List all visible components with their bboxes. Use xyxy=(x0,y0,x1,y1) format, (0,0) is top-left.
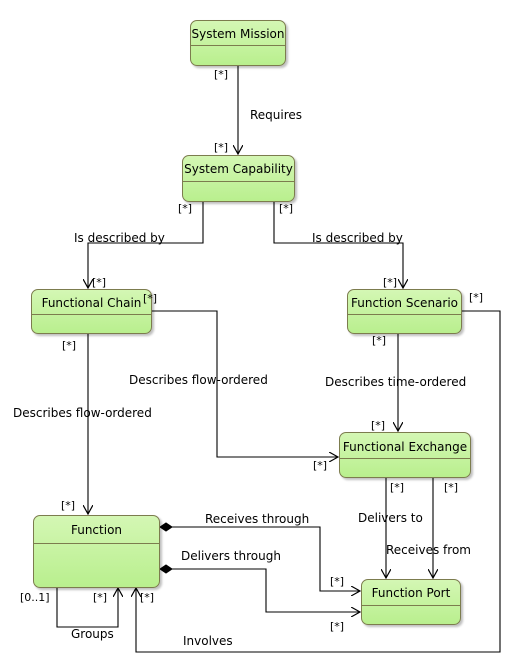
mult-scenario-bottom: [*] xyxy=(372,334,387,347)
node-divider xyxy=(348,314,461,315)
mult-chain-right: [*] xyxy=(143,292,158,305)
node-function[interactable]: Function xyxy=(33,515,160,588)
mult-function-top: [*] xyxy=(61,499,76,512)
label-receives-through: Receives through xyxy=(205,512,310,526)
edge-chain-exchange xyxy=(152,310,338,457)
mult-exchange-bottom-right: [*] xyxy=(444,481,459,494)
node-divider xyxy=(183,181,294,182)
node-function-title: Function xyxy=(70,523,123,537)
label-involves: Involves xyxy=(183,634,233,648)
label-describes-time-ordered: Describes time-ordered xyxy=(325,375,467,389)
node-function-scenario-title: Function Scenario xyxy=(350,296,459,310)
label-requires: Requires xyxy=(250,108,303,122)
mult-exchange-left: [*] xyxy=(313,459,328,472)
mult-chain-target: [*] xyxy=(92,276,107,289)
edge-capability-scenario xyxy=(273,202,403,288)
label-groups: Groups xyxy=(71,627,114,641)
mult-exchange-top: [*] xyxy=(371,419,386,432)
node-system-capability[interactable]: System Capability xyxy=(182,155,295,202)
node-system-mission[interactable]: System Mission xyxy=(190,20,286,66)
node-divider xyxy=(340,458,470,459)
label-describes-flow-ordered-function: Describes flow-ordered xyxy=(13,406,152,420)
edge-groups xyxy=(56,588,118,628)
mult-function-involves: [*] xyxy=(140,591,155,604)
node-divider xyxy=(32,314,151,315)
node-divider xyxy=(34,543,159,544)
mult-scenario-target: [*] xyxy=(383,276,398,289)
label-delivers-to: Delivers to xyxy=(358,511,423,525)
node-function-port-title: Function Port xyxy=(371,586,451,600)
node-functional-chain-title: Functional Chain xyxy=(41,296,142,310)
mult-scenario-right: [*] xyxy=(469,291,484,304)
edge-receives-through xyxy=(172,526,360,591)
node-system-mission-title: System Mission xyxy=(191,27,285,41)
mult-exchange-bottom-left: [*] xyxy=(390,481,405,494)
node-system-capability-title: System Capability xyxy=(184,162,293,176)
mult-capability-target: [*] xyxy=(214,141,229,154)
node-function-port[interactable]: Function Port xyxy=(361,579,461,625)
mult-function-groups-source: [0..1] xyxy=(20,591,50,604)
mult-function-groups-target: [*] xyxy=(93,591,108,604)
node-functional-chain[interactable]: Functional Chain xyxy=(31,289,152,334)
label-describes-flow-ordered-exchange: Describes flow-ordered xyxy=(129,373,268,387)
mult-port-receives-through: [*] xyxy=(330,575,345,588)
mult-port-delivers-through: [*] xyxy=(330,620,345,633)
label-is-described-by-scenario: Is described by xyxy=(312,231,403,245)
mult-mission-source: [*] xyxy=(214,68,229,81)
node-function-scenario[interactable]: Function Scenario xyxy=(347,289,462,334)
mult-chain-bottom: [*] xyxy=(62,339,77,352)
label-receives-from: Receives from xyxy=(386,543,471,557)
label-is-described-by-chain: Is described by xyxy=(74,231,165,245)
label-delivers-through: Delivers through xyxy=(181,549,281,563)
edge-capability-chain xyxy=(88,202,204,288)
node-functional-exchange-title: Functional Exchange xyxy=(342,440,468,454)
mult-capability-right: [*] xyxy=(279,202,294,215)
composition-diamond-delivers xyxy=(159,564,173,574)
node-divider xyxy=(191,45,285,46)
edge-delivers-through xyxy=(172,568,360,612)
node-divider xyxy=(362,605,460,606)
composition-diamond-receives xyxy=(159,522,173,532)
node-functional-exchange[interactable]: Functional Exchange xyxy=(339,432,471,478)
mult-capability-left: [*] xyxy=(178,202,193,215)
edge-involves xyxy=(136,310,501,653)
